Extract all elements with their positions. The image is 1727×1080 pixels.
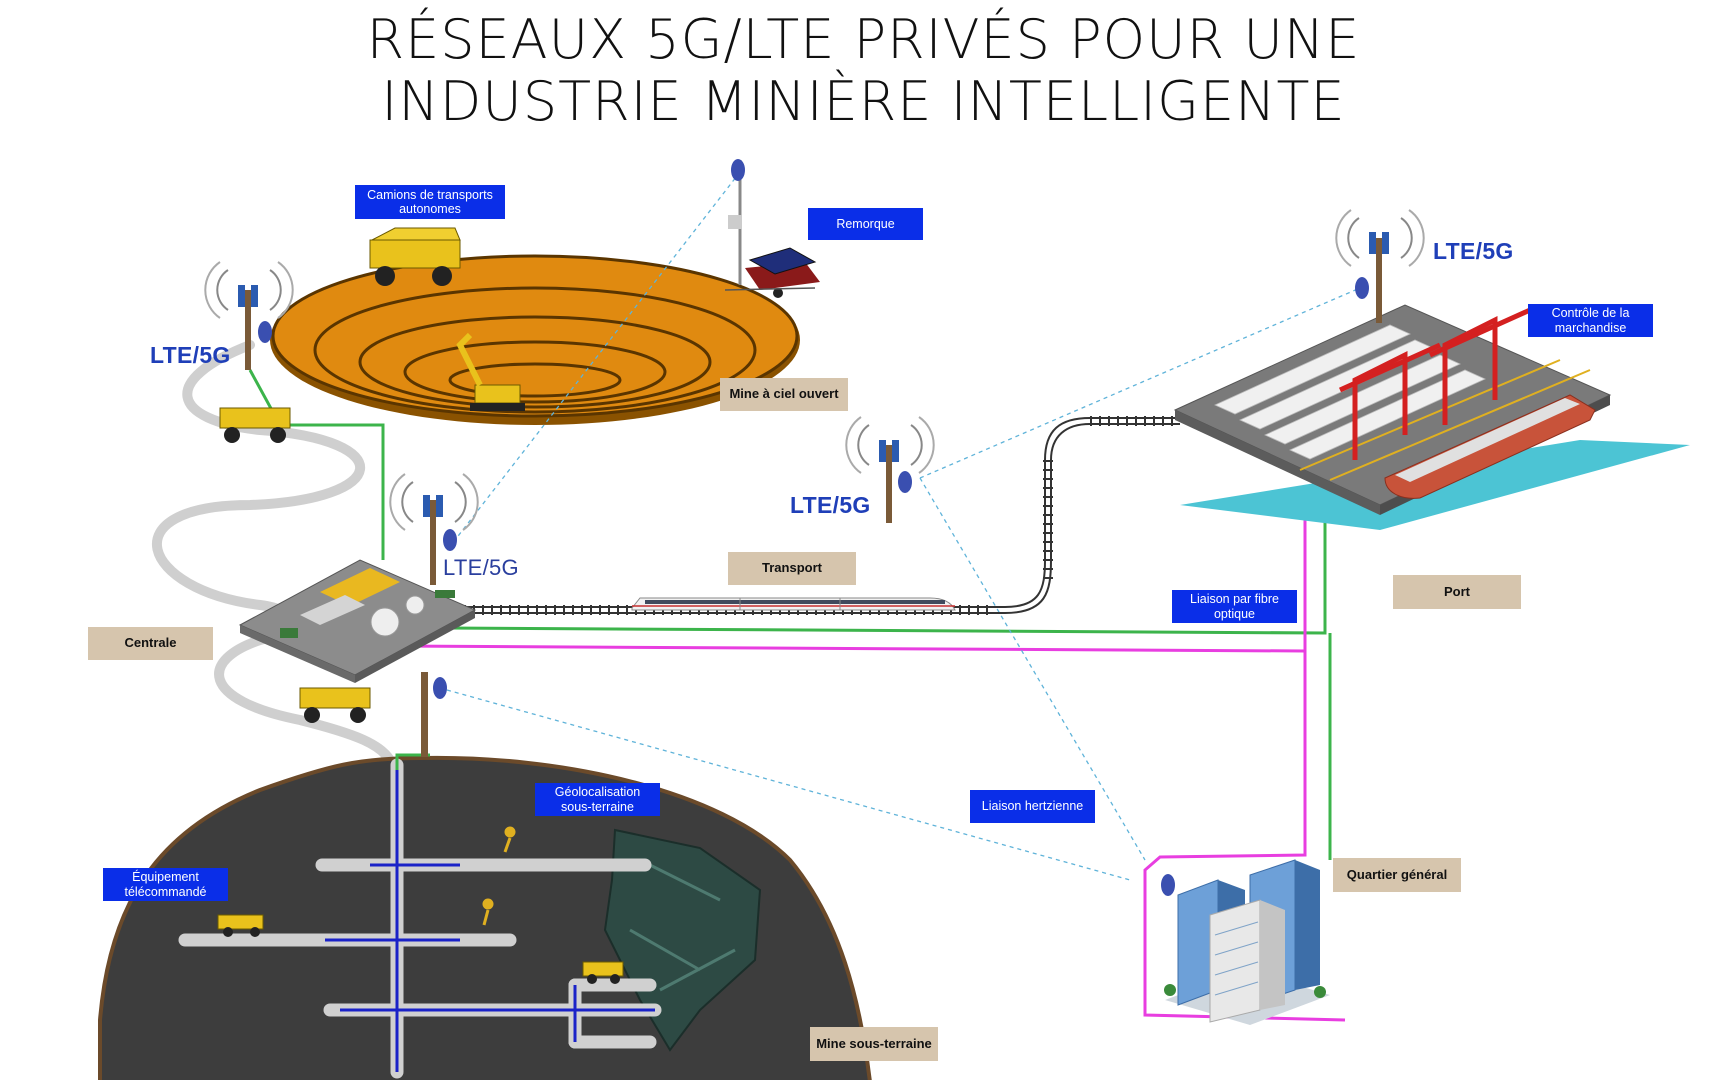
title-line-2: INDUSTRIE MINIÈRE INTELLIGENTE (381, 70, 1346, 133)
label-trucks: Camions de transports autonomes (355, 185, 505, 219)
dish-icon (898, 471, 912, 493)
truck-icon (217, 914, 264, 937)
label-trailer: Remorque (808, 208, 923, 240)
dish-icon (433, 677, 447, 699)
label-power-plant: Centrale (88, 627, 213, 660)
dish-icon (443, 529, 457, 551)
tower-icon (421, 672, 447, 757)
label-open-pit: Mine à ciel ouvert (720, 378, 848, 411)
label-microwave-link: Liaison hertzienne (970, 790, 1095, 823)
dish-icon (258, 321, 272, 343)
train-icon (631, 597, 956, 611)
tower-icon (204, 261, 294, 370)
label-remote-equipment: Équipement télécommandé (103, 868, 228, 901)
port (1173, 304, 1690, 530)
fiber-optic-links (248, 369, 1332, 860)
label-headquarters: Quartier général (1333, 858, 1461, 892)
title-line-1: RÉSEAUX 5G/LTE PRIVÉS POUR UNE (366, 8, 1361, 71)
label-transport: Transport (728, 552, 856, 585)
label-port: Port (1393, 575, 1521, 609)
tower-icon (389, 473, 479, 585)
open-pit-mine (270, 254, 800, 425)
tower-icon (845, 416, 935, 523)
microwave-links (446, 171, 1361, 881)
tower-icon (1335, 209, 1425, 323)
label-underground-geoloc: Géolocalisation sous-terraine (535, 783, 660, 816)
label-underground-mine: Mine sous-terraine (810, 1027, 938, 1061)
label-cargo-control: Contrôle de la marchandise (1528, 304, 1653, 337)
tower-label-plant: LTE/5G (443, 555, 519, 580)
building-icon (1164, 859, 1330, 1025)
truck-icon (369, 227, 461, 286)
tower-label-mine: LTE/5G (150, 342, 231, 368)
label-fiber-link: Liaison par fibre optique (1172, 590, 1297, 623)
truck-icon (219, 407, 291, 443)
worker-icon (503, 826, 516, 853)
worker-icon (482, 898, 494, 926)
power-plant (238, 559, 477, 683)
dish-icon (1355, 277, 1369, 299)
crane-icon (1338, 307, 1532, 460)
ship-icon (1384, 394, 1596, 499)
trailer-icon (724, 160, 820, 298)
dish-icon (731, 159, 1175, 896)
truck-icon (582, 961, 624, 984)
tower-label-port: LTE/5G (1433, 238, 1514, 264)
excavator-icon (456, 332, 525, 411)
truck-icon (299, 687, 371, 723)
power-lines (394, 510, 1346, 1022)
tower-label-rail: LTE/5G (790, 492, 871, 518)
haul-road (152, 340, 395, 765)
railway (455, 416, 1180, 615)
